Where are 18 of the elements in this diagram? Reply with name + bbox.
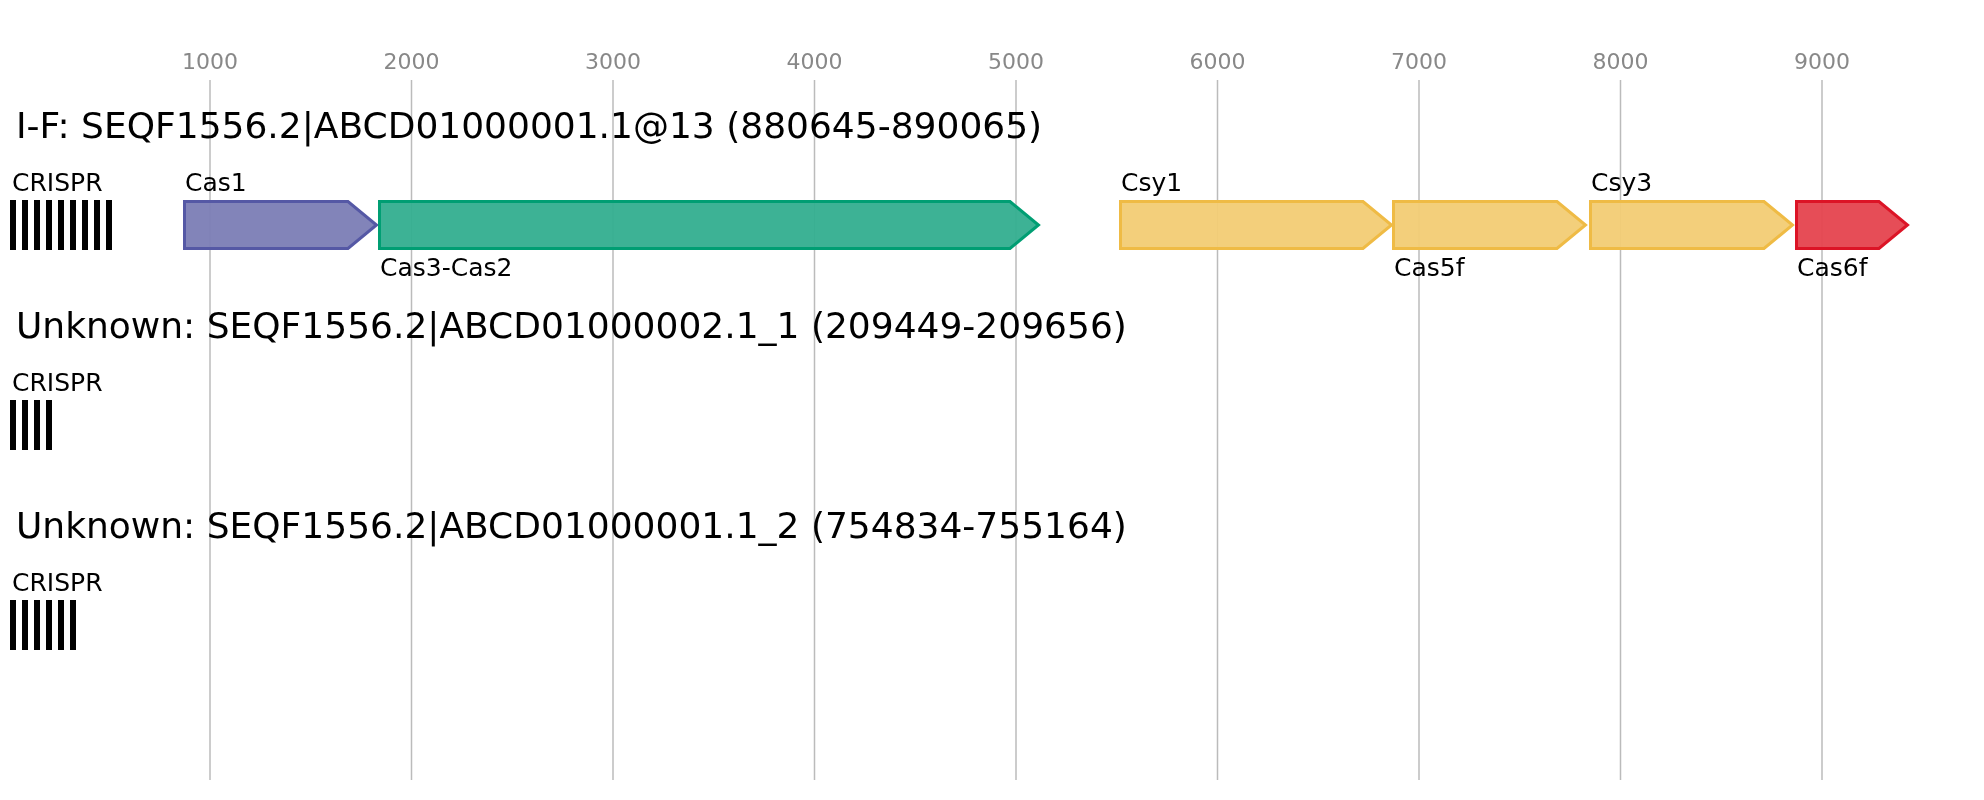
axis-tick-label: 9000	[1794, 51, 1850, 73]
gene-name: Cas3-Cas2	[380, 255, 513, 280]
axis-tick-label: 8000	[1592, 51, 1649, 73]
axis-tick-label: 2000	[383, 51, 440, 73]
crispr-label: CRISPR	[12, 370, 103, 395]
gene-name: Csy1	[1121, 170, 1183, 195]
axis-tick-label: 1000	[182, 51, 238, 73]
crispr-label: CRISPR	[12, 170, 103, 195]
axis-tick-label: 7000	[1391, 51, 1447, 73]
axis-tick-label: 4000	[786, 51, 843, 73]
gene-name: Cas5f	[1394, 255, 1465, 280]
axis-tick-label: 6000	[1189, 51, 1246, 73]
axis-tick-label: 3000	[585, 51, 641, 73]
gene-name: Cas1	[185, 170, 247, 195]
gene-name: Csy3	[1591, 170, 1653, 195]
gene-name: Cas6f	[1797, 255, 1868, 280]
crispr-label: CRISPR	[12, 570, 103, 595]
axis-tick-label: 5000	[988, 51, 1044, 73]
